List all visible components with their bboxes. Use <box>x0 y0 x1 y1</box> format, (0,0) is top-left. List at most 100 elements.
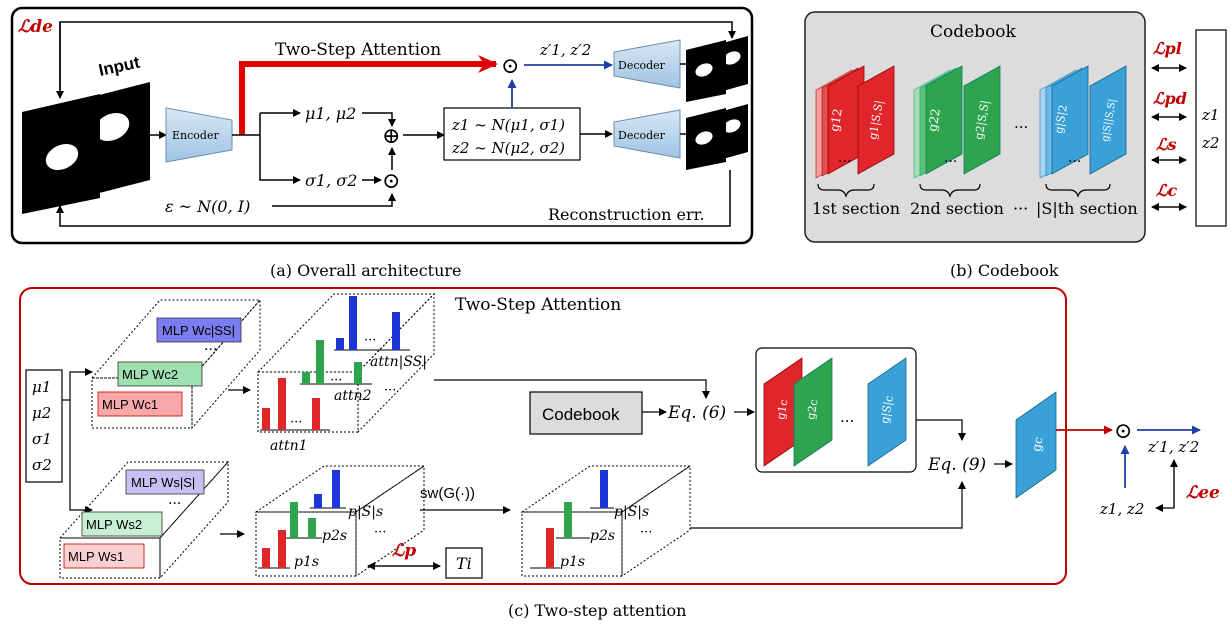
sample-z2: z2 ~ N(μ2, σ2) <box>451 139 565 157</box>
ps-cube: p|S|s p2s ··· p1s <box>254 465 426 577</box>
svg-text:···: ··· <box>944 154 957 170</box>
mlp-s-stack: MLP Ws|S| ··· MLP Ws2 MLP Ws1 <box>58 460 230 580</box>
svg-text:MLP Wc|SS|: MLP Wc|SS| <box>162 323 235 338</box>
gc-card-2 <box>793 357 833 467</box>
encoder-label: Encoder <box>172 129 219 142</box>
card-blue-back <box>1051 65 1089 175</box>
svg-text:gc: gc <box>1029 436 1045 453</box>
loss-pl-label: ℒpl <box>1153 39 1182 58</box>
svg-text:p|S|s: p|S|s <box>614 504 649 520</box>
svg-text:···: ··· <box>168 496 181 512</box>
svg-text:MLP Ws2: MLP Ws2 <box>86 517 142 532</box>
svg-text:···: ··· <box>640 525 652 540</box>
svg-text:···: ··· <box>290 415 302 430</box>
bracket-section-2 <box>919 183 981 198</box>
mlp-s-2-box <box>81 511 163 537</box>
svg-text:p2s: p2s <box>590 528 615 544</box>
top-odot-symbol: ⊙ <box>501 54 519 79</box>
svg-text:MLP Wc1: MLP Wc1 <box>102 397 158 412</box>
input-sigma2: σ2 <box>32 456 52 474</box>
svg-text:···: ··· <box>838 154 851 170</box>
loss-ee-label: ℒee <box>1186 483 1220 503</box>
codebook-box <box>529 391 643 435</box>
z1-label: z1 <box>1201 106 1219 124</box>
section-1-label: 1st section <box>812 199 900 218</box>
attn-2-label: attn2 <box>334 388 372 404</box>
attention-cube: ··· attn|SS| ··· attn2 ··· ··· attn1 <box>256 292 436 454</box>
bracket-section-1 <box>817 183 875 198</box>
codebook-title: Codebook <box>930 22 1017 42</box>
svg-text:g2c: g2c <box>804 398 820 420</box>
bracket-section-last <box>1045 183 1111 198</box>
ti-label: Ti <box>456 554 472 573</box>
panel-c-two-step-attention: Two-Step Attention μ1 μ2 σ1 σ2 MLP Wc|SS… <box>19 287 1113 585</box>
mlp-s-1-box <box>63 543 145 569</box>
final-odot-symbol: ⊙ <box>1114 419 1132 444</box>
recon-feedback-line <box>56 170 731 227</box>
card-green-front <box>963 65 1001 175</box>
z-vector-box <box>1195 29 1227 227</box>
zprime-label: z′1, z′2 <box>539 41 591 59</box>
mlp-s-n-box <box>125 469 205 495</box>
eq6-label: Eq. (6) <box>667 403 726 423</box>
section-2-cards: g22 g2|S,S| ··· <box>913 65 1001 179</box>
mlp-c-2-box <box>117 361 203 387</box>
svg-text:···: ··· <box>840 412 854 430</box>
mlp-c-stack: MLP Wc|SS| ··· MLP Wc2 MLP Wc1 <box>90 298 262 430</box>
attn-1-label: attn1 <box>270 438 308 454</box>
panel-a-overall-architecture: ℒde Input Reconstruction err. Encoder Tw… <box>10 6 754 245</box>
mlp-c-n-box <box>156 317 242 343</box>
input-vector-box <box>25 369 63 483</box>
svg-text:g12: g12 <box>827 107 845 132</box>
encoder-block <box>165 107 233 163</box>
section-2-label: 2nd section <box>910 199 1004 218</box>
attn-n-label: attn|SS| <box>370 354 427 370</box>
section-dots-label: ··· <box>1013 199 1028 218</box>
input-sigma1: σ1 <box>32 430 52 448</box>
sw-label: sw(G(·)) <box>420 485 475 502</box>
loss-de-label: ℒde <box>18 17 53 37</box>
svg-text:p1s: p1s <box>560 554 585 570</box>
loss-s-label: ℒs <box>1156 135 1177 154</box>
epsilon-label: ε ~ N(0, I) <box>165 197 250 216</box>
svg-text:g|S|c: g|S|c <box>878 395 897 425</box>
svg-text:···: ··· <box>204 342 217 358</box>
svg-text:···: ··· <box>1068 154 1081 170</box>
panel-b-codebook: Codebook g12 g1|S,S| ··· g22 g2|S,S| ···… <box>804 11 1227 243</box>
decoder-bottom-block <box>613 109 681 159</box>
svg-text:···: ··· <box>364 333 376 348</box>
svg-text:MLP Wc2: MLP Wc2 <box>122 367 178 382</box>
svg-text:MLP Ws|S|: MLP Ws|S| <box>131 475 195 490</box>
svg-text:g22: g22 <box>925 107 943 132</box>
caption-c: (c) Two-step attention <box>508 601 686 620</box>
codebook-middle-dots: ··· <box>1014 118 1028 136</box>
svg-text:···: ··· <box>374 525 386 540</box>
svg-text:MLP Ws1: MLP Ws1 <box>68 549 124 564</box>
decoder-top-label: Decoder <box>618 59 666 72</box>
mlp-c-1-box <box>97 391 183 417</box>
input-mu2: μ2 <box>32 404 51 422</box>
gc-card-n <box>867 357 907 467</box>
ti-box <box>445 547 483 579</box>
svg-text:g|S|2: g|S|2 <box>1052 104 1071 135</box>
sample-z1: z1 ~ N(μ1, σ1) <box>451 116 565 134</box>
section-1-cards: g12 g1|S,S| ··· <box>815 65 895 179</box>
card-green-back <box>925 65 963 175</box>
final-combination: ⊙ z′1, z′2 z1, z2 ℒee <box>1099 419 1220 518</box>
panel-c-title: Two-Step Attention <box>455 295 621 315</box>
mu-label: μ1, μ2 <box>305 104 356 123</box>
final-z12-label: z1, z2 <box>1099 500 1144 518</box>
odot-symbol: ⊙ <box>382 169 400 194</box>
sparse-ps-cube: p|S|s p2s ··· p1s <box>520 465 692 577</box>
final-zprime-label: z′1, z′2 <box>1147 438 1199 456</box>
loss-pd-label: ℒpd <box>1153 89 1187 108</box>
loss-c-label: ℒc <box>1156 181 1178 200</box>
oplus-symbol: ⊕ <box>382 124 400 149</box>
caption-a: (a) Overall architecture <box>270 261 462 280</box>
ps-2-label: p2s <box>322 528 347 544</box>
section-last-cards: g|S|2 g|S||S,S| ··· <box>1039 65 1127 179</box>
sigma-label: σ1, σ2 <box>305 171 357 190</box>
panel-a-frame <box>10 6 754 245</box>
card-red-front <box>857 65 895 175</box>
